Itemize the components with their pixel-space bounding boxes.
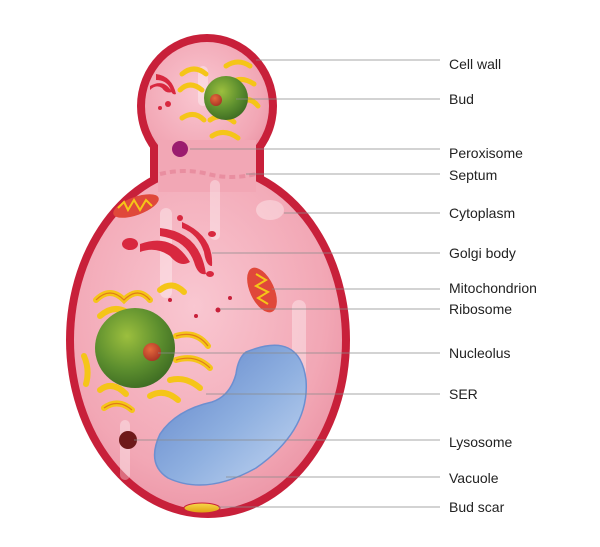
label-cytoplasm: Cytoplasm: [449, 205, 515, 221]
bud-organelles: [150, 59, 261, 157]
mitochondrion-1: [113, 194, 159, 218]
nucleus: [95, 308, 175, 388]
label-ser: SER: [449, 386, 478, 402]
label-peroxisome: Peroxisome: [449, 145, 523, 161]
label-lysosome: Lysosome: [449, 434, 513, 450]
ribosomes: [168, 296, 232, 318]
golgi-body: [122, 215, 216, 277]
label-vacuole: Vacuole: [449, 470, 499, 486]
nucleolus: [143, 343, 161, 361]
bud-nucleus: [204, 76, 248, 120]
label-cell-wall: Cell wall: [449, 56, 501, 72]
bud-golgi: [150, 74, 176, 110]
vacuole: [153, 344, 307, 486]
label-septum: Septum: [449, 167, 497, 183]
bud-scar: [183, 502, 221, 514]
organelles: [81, 194, 307, 514]
label-ribosome: Ribosome: [449, 301, 512, 317]
labels: Cell wall Bud Peroxisome Septum Cytoplas…: [449, 56, 537, 515]
bud-nucleolus: [210, 94, 222, 106]
ser-stroke: [95, 292, 211, 411]
septum: [159, 169, 257, 179]
label-bud-scar: Bud scar: [449, 499, 505, 515]
label-nucleolus: Nucleolus: [449, 345, 510, 361]
lysosome: [119, 431, 137, 449]
mitochondrion-2: [247, 267, 277, 313]
label-golgi-body: Golgi body: [449, 245, 516, 261]
label-bud: Bud: [449, 91, 474, 107]
label-mitochondrion: Mitochondrion: [449, 280, 537, 296]
peroxisome: [172, 141, 188, 157]
leader-lines: [134, 59, 440, 508]
